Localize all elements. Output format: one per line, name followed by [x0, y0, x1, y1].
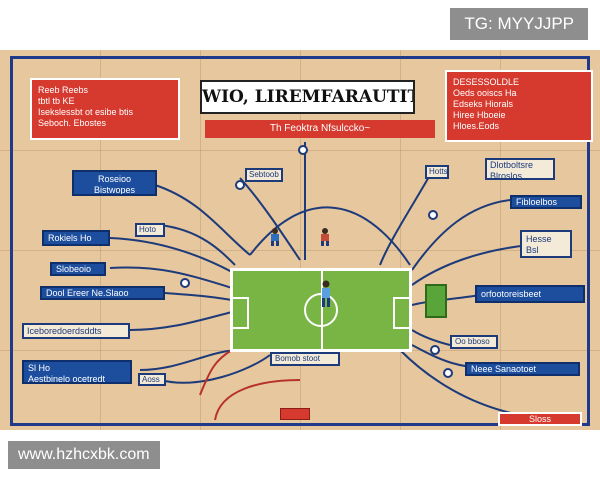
- football-pitch: [230, 268, 412, 352]
- info-box-top-left: Reeb Reebs tbtl tb KE Isekslessbt ot esi…: [30, 78, 180, 140]
- label-bottom-right: Sloss: [498, 412, 582, 426]
- label-left-1: Roseioo Bistwopes: [72, 170, 157, 196]
- label-top-right: Hotts: [425, 165, 449, 179]
- label-under-pitch: Bomob stoot: [270, 352, 340, 366]
- label-top-mid: Sebtoob: [245, 168, 283, 182]
- poster-frame: [10, 56, 590, 426]
- label-right-2: Fibloelbos: [510, 195, 582, 209]
- label-left-2: Hoto los: [135, 223, 165, 237]
- label-right-mid: Oo bboso: [450, 335, 498, 349]
- label-right-5: Neee Sanaotoet: [465, 362, 580, 376]
- connector-wires: [109, 142, 531, 421]
- label-bottom-left: Aoss: [138, 373, 166, 386]
- label-left-3: Rokiels Ho: [42, 230, 110, 246]
- label-left-5: Dool Ereer Ne.Slaoo: [40, 286, 165, 300]
- label-left-4: Slobeoio: [50, 262, 106, 276]
- label-right-3: Hesse Bsl Cbcd: [520, 230, 572, 258]
- label-right-1: Dlotboltsre Blroslos: [485, 158, 555, 180]
- goal-panel: [425, 284, 447, 318]
- small-player-icon: [271, 228, 279, 246]
- top-strip: TG: MYYJJPP: [0, 0, 600, 50]
- player-figure: [322, 280, 330, 307]
- poster-subtitle: Th Feoktra Nfsulccko~: [205, 120, 435, 138]
- label-right-4: orfootoreisbeet: [475, 285, 585, 303]
- red-marker: [280, 408, 310, 420]
- label-left-6: Iceboredoerdsddts: [22, 323, 130, 339]
- small-player-icon-2: [321, 228, 329, 246]
- poster: Reeb Reebs tbtl tb KE Isekslessbt ot esi…: [0, 50, 600, 430]
- info-box-top-right: DESESSOLDLE Oeds ooiscs Ha Edseks Hioral…: [445, 70, 593, 142]
- poster-title: WIO, LIREMFARAUTIT: [200, 80, 415, 114]
- watermark-badge: TG: MYYJJPP: [450, 8, 588, 40]
- label-left-7: Sl Ho Aestbinelo ocetredt: [22, 360, 132, 384]
- watermark-url-badge: www.hzhcxbk.com: [8, 441, 160, 469]
